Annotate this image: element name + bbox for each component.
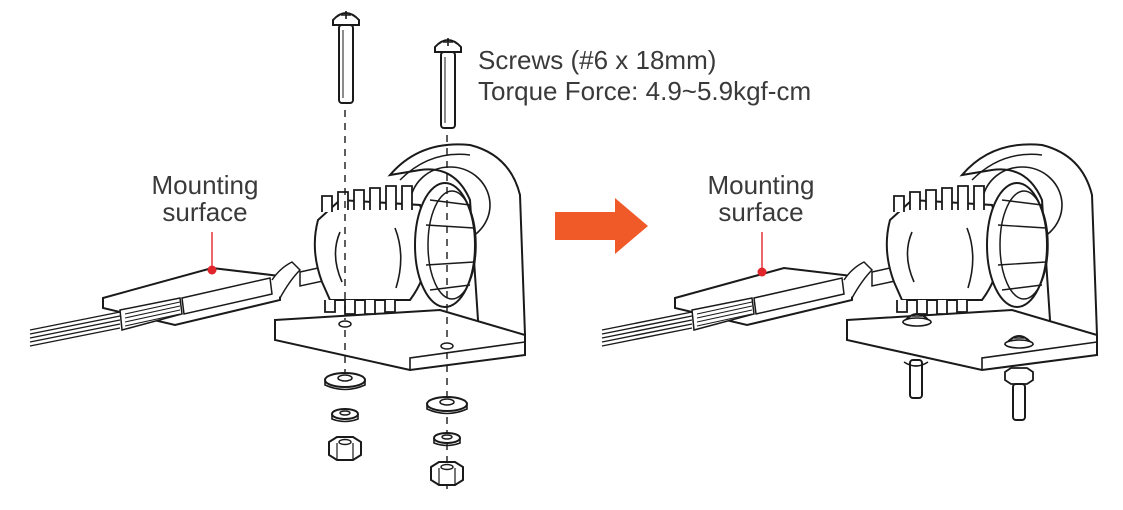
marker-dot-left [207,265,217,275]
hex-nut-icon [328,436,362,461]
lock-washer-icon [433,432,461,447]
screw-icon [901,313,933,399]
lock-washer-icon [331,408,359,423]
mounting-label-line1: Mounting [151,170,259,200]
flat-washer-icon [426,396,468,415]
screw-icon [434,38,462,129]
screw-icon [332,11,360,104]
marker-dot-right [757,267,767,277]
torque-text: Torque Force: 4.9~5.9kgf-cm [478,76,812,106]
screw-icon [1003,335,1035,421]
mounting-surface-label-left: Mounting surface [140,172,270,226]
screw-size-text: Screws (#6 x 18mm) [478,45,717,75]
mounting-label-line2: surface [718,197,804,227]
screw-spec-label: Screws (#6 x 18mm) Torque Force: 4.9~5.9… [478,45,811,107]
hex-nut-icon [430,461,464,486]
exploded-assembly [29,11,526,490]
lamp-body-left [313,182,477,315]
arrow-right-icon [555,198,648,254]
mount-hole-2 [440,342,454,350]
mounted-assembly [601,143,1098,421]
mounting-label-line1: Mounting [707,170,815,200]
mounting-surface-label-right: Mounting surface [696,172,826,226]
lamp-body-right [885,182,1049,315]
flat-washer-icon [324,372,366,391]
mount-hole-1 [338,320,352,328]
mounting-label-line2: surface [162,197,248,227]
